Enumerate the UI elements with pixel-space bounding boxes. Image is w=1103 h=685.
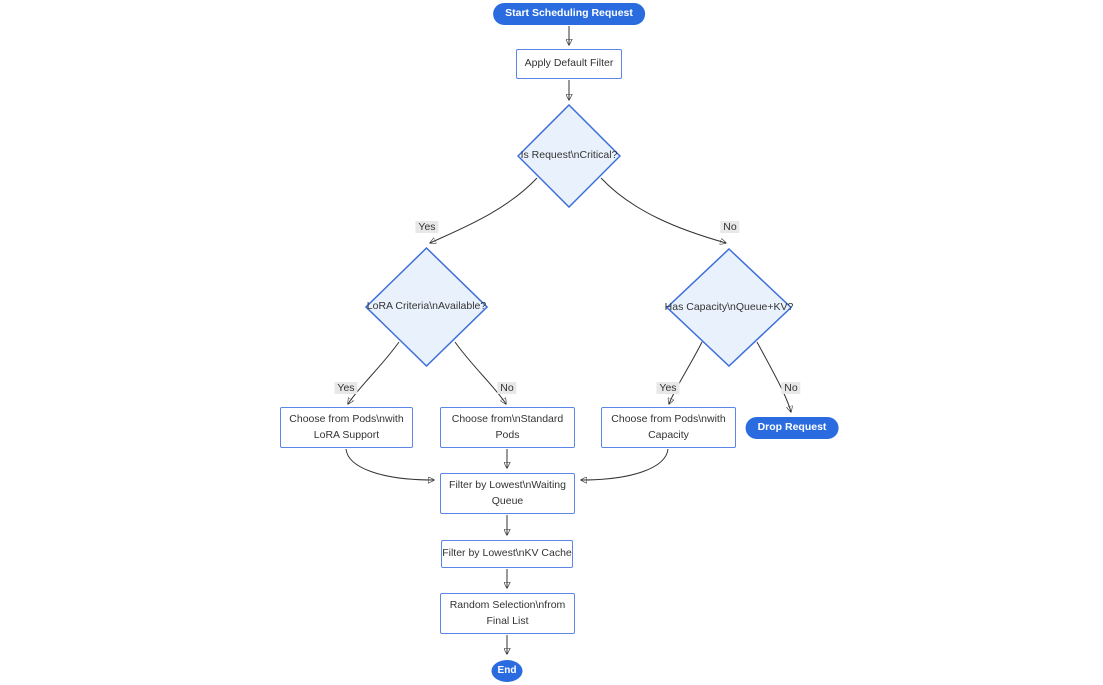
edge-label-critical-no: No — [720, 221, 740, 233]
edge-label-critical-yes: Yes — [415, 221, 439, 233]
node-choose-lora-pods-line1: Choose from Pods\nwith — [289, 413, 404, 426]
node-filter-waiting-queue: Filter by Lowest\nWaiting Queue — [440, 473, 575, 514]
node-has-capacity: Has Capacity\nQueue+KV? — [664, 248, 794, 367]
node-start: Start Scheduling Request — [493, 3, 645, 25]
node-start-label: Start Scheduling Request — [505, 7, 633, 20]
node-drop-request: Drop Request — [745, 417, 839, 439]
node-choose-lora-pods: Choose from Pods\nwith LoRA Support — [280, 407, 413, 448]
node-choose-lora-pods-line2: LoRA Support — [313, 428, 380, 441]
node-is-critical: Is Request\nCritical? — [517, 104, 621, 208]
edge-label-capacity-no: No — [781, 382, 801, 394]
node-is-critical-label: Is Request\nCritical? — [520, 149, 618, 162]
diamond-shape — [517, 104, 621, 208]
edge-label-capacity-yes: Yes — [656, 382, 680, 394]
edge-label-lora-yes: Yes — [334, 382, 358, 394]
edge-capacitypods-to-filter — [581, 448, 669, 480]
node-end-label: End — [497, 664, 517, 676]
node-choose-standard-pods: Choose from\nStandard Pods — [440, 407, 575, 448]
node-drop-request-label: Drop Request — [757, 421, 827, 434]
node-random-selection-line2: Final List — [486, 614, 529, 627]
edge-lora-yes — [348, 341, 400, 404]
node-choose-standard-pods-line2: Pods — [495, 428, 520, 441]
node-has-capacity-label: Has Capacity\nQueue+KV? — [664, 300, 794, 313]
edge-lorapods-to-filter — [345, 448, 434, 480]
node-random-selection-line1: Random Selection\nfrom — [449, 599, 566, 612]
node-random-selection: Random Selection\nfrom Final List — [440, 593, 575, 634]
edge-critical-yes — [430, 177, 538, 243]
node-choose-standard-pods-line1: Choose from\nStandard — [451, 413, 564, 426]
node-filter-waiting-queue-line2: Queue — [491, 494, 524, 507]
node-lora-criteria: LoRA Criteria\nAvailable? — [365, 247, 488, 367]
edge-lora-no — [454, 341, 506, 404]
node-choose-capacity-pods-line1: Choose from Pods\nwith — [611, 413, 726, 426]
diamond-shape — [365, 247, 488, 367]
edge-capacity-yes — [669, 341, 703, 404]
diamond-shape — [666, 248, 792, 367]
edge-label-lora-no: No — [497, 382, 517, 394]
node-filter-kv-cache-label: Filter by Lowest\nKV Cache — [442, 547, 572, 560]
node-apply-default-filter-label: Apply Default Filter — [524, 57, 614, 70]
edge-critical-no — [600, 177, 726, 243]
node-lora-criteria-label: LoRA Criteria\nAvailable? — [366, 300, 487, 313]
node-choose-capacity-pods-line2: Capacity — [648, 428, 689, 441]
node-filter-waiting-queue-line1: Filter by Lowest\nWaiting — [449, 479, 566, 492]
node-end: End — [491, 660, 523, 682]
edge-capacity-no — [756, 341, 791, 412]
node-filter-kv-cache: Filter by Lowest\nKV Cache — [441, 540, 573, 568]
node-choose-capacity-pods: Choose from Pods\nwith Capacity — [601, 407, 736, 448]
node-apply-default-filter: Apply Default Filter — [516, 49, 622, 79]
